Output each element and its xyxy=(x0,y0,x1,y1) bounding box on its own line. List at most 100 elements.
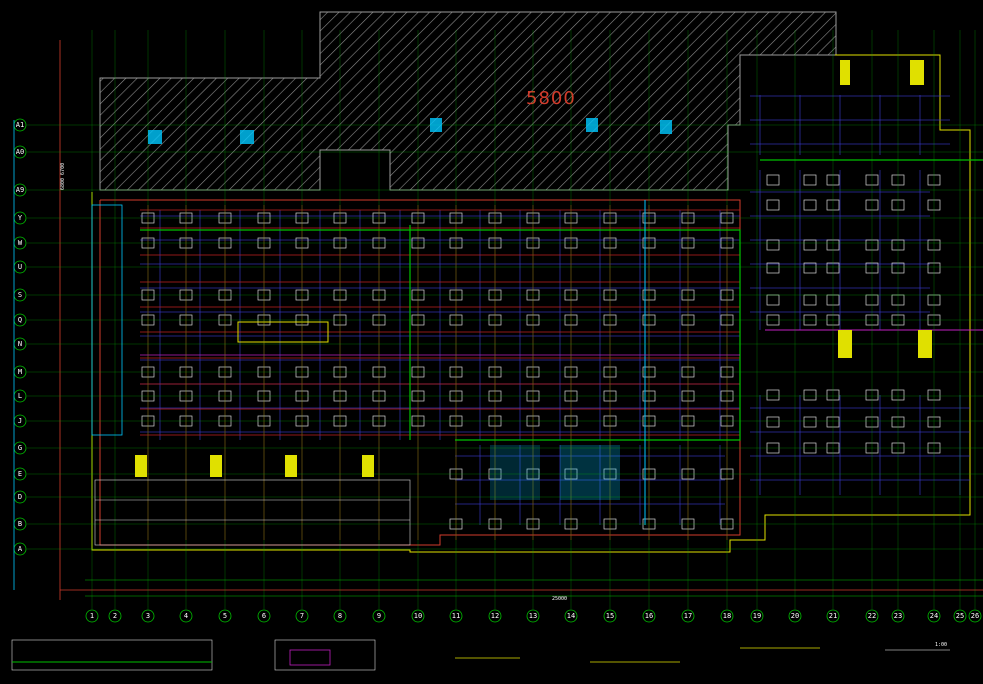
col-axis-12: 12 xyxy=(488,30,502,623)
row-axis-label: A9 xyxy=(16,186,24,194)
column-marker xyxy=(803,262,817,274)
row-axis-label: U xyxy=(18,263,22,271)
col-axis-label: 18 xyxy=(723,612,731,620)
row-axis-B: B xyxy=(13,517,983,531)
col-axis-label: 17 xyxy=(684,612,692,620)
col-axis-label: 7 xyxy=(300,612,304,620)
equipment-room xyxy=(237,321,329,343)
row-axis-A1: A1 xyxy=(13,118,983,132)
col-axis-7: 7 xyxy=(295,30,309,623)
col-axis-label: 26 xyxy=(971,612,979,620)
col-axis-label: 21 xyxy=(829,612,837,620)
row-axis-label: D xyxy=(18,493,22,501)
row-axis-E: E xyxy=(13,467,983,481)
row-axis-label: J xyxy=(18,417,22,425)
col-axis-2: 2 xyxy=(108,30,122,623)
area-label: 5800 xyxy=(526,88,576,109)
row-axis-A: A xyxy=(13,542,983,556)
row-axis-label: L xyxy=(18,392,22,400)
col-axis-20: 20 xyxy=(788,30,802,623)
col-axis-label: 19 xyxy=(753,612,761,620)
row-axis-label: E xyxy=(18,470,22,478)
col-axis-label: 23 xyxy=(894,612,902,620)
col-axis-label: 15 xyxy=(606,612,614,620)
column-marker xyxy=(766,262,780,274)
col-axis-3: 3 xyxy=(141,30,155,623)
row-axis-label: A1 xyxy=(16,121,24,129)
column-marker xyxy=(803,389,817,401)
col-axis-14: 14 xyxy=(564,30,578,623)
row-axis-N: N xyxy=(13,337,983,351)
row-axis-label: S xyxy=(18,291,22,299)
col-axis-24: 24 xyxy=(927,30,941,623)
col-axis-label: 6 xyxy=(262,612,266,620)
col-axis-25: 25 xyxy=(953,30,967,623)
row-axis-D: D xyxy=(13,490,983,504)
column-marker xyxy=(766,239,780,251)
column-marker xyxy=(803,416,817,428)
row-axis-J: J xyxy=(13,414,983,428)
col-axis-9: 9 xyxy=(372,30,386,623)
col-axis-13: 13 xyxy=(526,30,540,623)
col-axis-label: 20 xyxy=(791,612,799,620)
pump-room xyxy=(560,445,620,500)
row-axis-Q: Q xyxy=(13,313,983,327)
col-axis-10: 10 xyxy=(411,30,425,623)
row-axis-label: M xyxy=(18,368,22,376)
col-axis-label: 16 xyxy=(645,612,653,620)
row-axis-A9: A9 xyxy=(13,183,983,197)
col-axis-11: 11 xyxy=(449,30,463,623)
top-dimension: 6800 6700 xyxy=(60,163,66,190)
col-axis-label: 24 xyxy=(930,612,938,620)
col-axis-label: 4 xyxy=(184,612,188,620)
row-axis-Y: Y xyxy=(13,211,983,225)
row-axis-label: Q xyxy=(18,316,22,324)
row-axis-label: W xyxy=(18,239,23,247)
col-axis-label: 12 xyxy=(491,612,499,620)
col-axis-5: 5 xyxy=(218,30,232,623)
col-axis-16: 16 xyxy=(642,30,656,623)
row-axis-label: N xyxy=(18,340,22,348)
stair-cores xyxy=(135,60,932,477)
row-axis-L: L xyxy=(13,389,983,403)
col-axis-label: 10 xyxy=(414,612,422,620)
col-axis-label: 5 xyxy=(223,612,227,620)
col-axis-22: 22 xyxy=(865,30,879,623)
col-axis-label: 1 xyxy=(90,612,94,620)
pump-room xyxy=(490,445,540,500)
col-axis-15: 15 xyxy=(603,30,617,623)
lower-residential-strip xyxy=(94,479,411,546)
col-axis-label: 9 xyxy=(377,612,381,620)
col-axis-label: 14 xyxy=(567,612,575,620)
column-marker xyxy=(766,416,780,428)
col-axis-4: 4 xyxy=(179,30,193,623)
col-axis-label: 8 xyxy=(338,612,342,620)
col-axis-label: 22 xyxy=(868,612,876,620)
col-axis-17: 17 xyxy=(681,30,695,623)
col-axis-label: 25 xyxy=(956,612,964,620)
duct-green xyxy=(140,229,741,441)
col-axis-label: 3 xyxy=(146,612,150,620)
col-axis-21: 21 xyxy=(826,30,840,623)
row-axis-W: W xyxy=(13,236,983,250)
row-axis-G: G xyxy=(13,441,983,455)
col-axis-8: 8 xyxy=(333,30,347,623)
column-marker xyxy=(803,199,817,211)
ramp-left xyxy=(91,204,123,436)
row-axis-S: S xyxy=(13,288,983,302)
col-axis-23: 23 xyxy=(891,30,905,623)
col-axis-label: 11 xyxy=(452,612,460,620)
bottom-total-dimension: 25000 xyxy=(552,596,567,602)
column-marker xyxy=(766,174,780,186)
col-axis-label: 2 xyxy=(113,612,117,620)
row-axis-label: Y xyxy=(18,214,23,222)
detail-strip: 1:00 xyxy=(11,639,950,671)
col-axis-19: 19 xyxy=(750,30,764,623)
column-marker xyxy=(766,389,780,401)
row-axis-label: G xyxy=(18,444,22,452)
row-axis-label: B xyxy=(18,520,22,528)
column-marker xyxy=(803,174,817,186)
